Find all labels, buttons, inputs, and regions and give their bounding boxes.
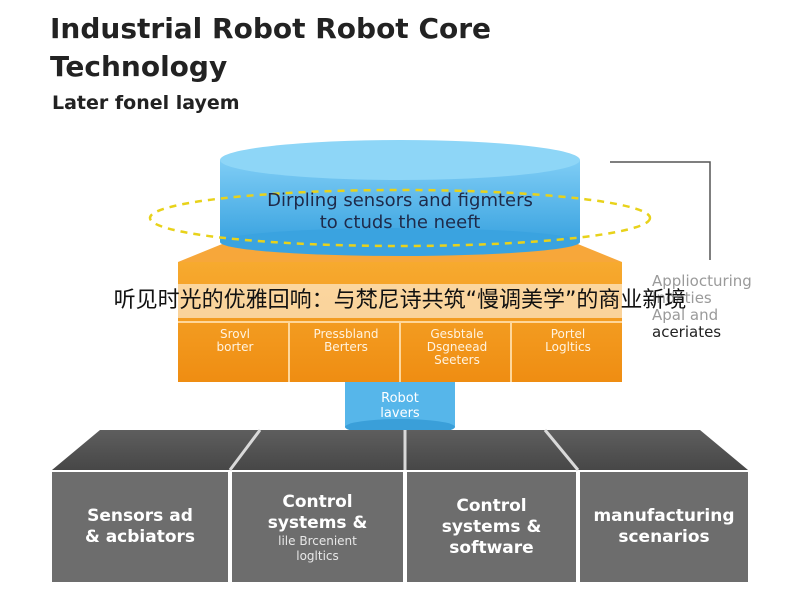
overlay-caption: 听见时光的优雅回响：与梵尼诗共筑“慢调美学”的商业新境 [113,288,687,313]
gray-block-1-label: Sensors ad & acbiators [52,506,228,548]
cylinder-bottom [220,228,580,256]
gray-block-4-line1: manufacturing [593,506,735,526]
orange-cell-2: Pressbland Berters [291,328,401,354]
orange-cell-3-line3: Seeters [434,353,480,367]
gray-top-divider-1 [228,429,262,471]
cylinder-label-line2: to ctuds the neeft [319,212,481,233]
cylinder-top [220,140,580,180]
diagram-subtitle: Later fonel layem [52,92,240,114]
gray-block-3 [407,472,576,582]
gray-platform-top [52,430,748,470]
orange-cell-3: Gesbtale Dsgneead Seeters [402,328,512,367]
orange-cell-3-line1: Gesbtale [430,327,484,341]
gray-block-3-line2: systems & [441,517,542,537]
gray-block-3-label: Control systems & software [407,496,576,559]
orange-cell-3-line2: Dsgneead [426,340,488,354]
gray-block-1-line2: & acbiators [84,527,196,547]
gray-top-divider-3 [543,429,580,471]
gray-block-2-sub2: logltics [296,549,339,563]
small-cylinder-line2: lavers [380,406,420,421]
cylinder-label: Dirpling sensors and figmters to ctuds t… [230,190,570,234]
diagram-title: Industrial Robot Robot Core Technology [50,12,492,83]
cylinder-label-line1: Dirpling sensors and figmters [267,190,533,211]
gray-block-3-line1: Control [456,496,527,516]
orange-cell-1-line1: Srovl [219,327,251,341]
orange-cell-1: Srovl borter [180,328,290,354]
caption-band [0,284,800,318]
side-labels: Appliocturing Indaties Apal and aceriate… [652,273,792,341]
gray-block-1-line1: Sensors ad [87,506,193,526]
side-label-4: aceriates [652,323,722,341]
small-cylinder-body [345,375,455,427]
gray-block-2-label: Control systems & lile Brcenient logltic… [232,492,403,564]
side-bracket-line [610,161,711,260]
side-label-1: Appliocturing [652,272,752,290]
gray-block-4 [580,472,748,582]
gray-block-4-line2: scenarios [618,527,710,547]
orange-cell-2-line1: Pressbland [313,327,379,341]
orange-cell-2-line2: Berters [324,340,368,354]
gray-block-2-sub1: lile Brcenient [278,534,357,548]
gray-block-3-line3: software [449,538,534,558]
small-cylinder-label: Robot lavers [350,391,450,421]
gray-block-2-line1: Control [282,492,353,512]
gray-block-1 [52,472,228,582]
gray-block-2-line2: systems & [267,513,368,533]
dashed-ring [148,188,652,248]
side-label-3: Apal and [652,306,719,324]
side-label-2: Indaties [652,289,712,307]
orange-cell-1-line2: borter [216,340,254,354]
gray-block-4-label: manufacturing scenarios [580,506,748,548]
orange-cell-4-line2: Logltics [545,340,591,354]
orange-cell-4-line1: Portel [550,327,586,341]
gray-block-2 [232,472,403,582]
orange-cell-4: Portel Logltics [513,328,623,354]
small-cylinder-line1: Robot [381,391,419,406]
